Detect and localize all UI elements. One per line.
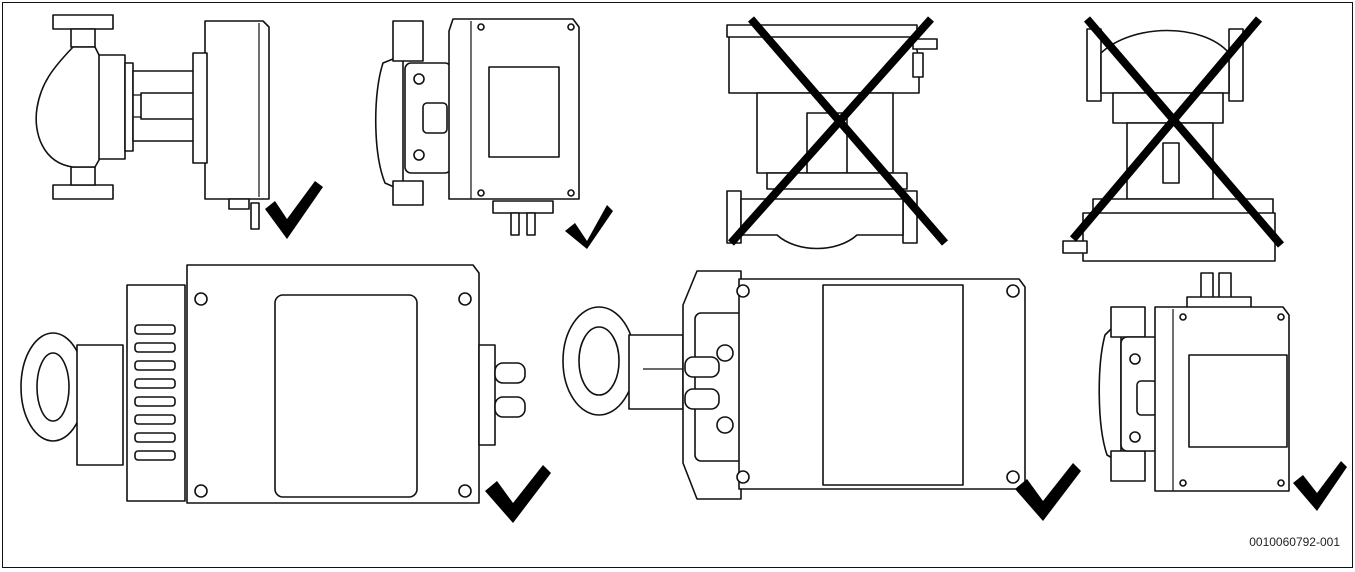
pump-top-view-connector-right bbox=[20, 264, 551, 523]
cross-icon bbox=[1069, 16, 1263, 242]
pump-motor-down-not-allowed bbox=[1062, 16, 1285, 262]
checkmark-icon bbox=[1015, 463, 1081, 521]
checkmark-icon bbox=[485, 465, 551, 523]
checkmark-icon bbox=[1293, 461, 1347, 511]
pump-side-view-connector-down bbox=[35, 14, 323, 239]
cross-icon bbox=[728, 16, 934, 246]
pump-front-view-connector-down bbox=[374, 18, 613, 249]
pump-front-view-connector-left bbox=[562, 270, 1081, 521]
pump-motor-up-not-allowed bbox=[726, 16, 949, 250]
pump-front-view-connector-up bbox=[1098, 272, 1347, 511]
checkmark-icon bbox=[265, 181, 323, 239]
reference-code: 0010060792-001 bbox=[1249, 535, 1340, 549]
checkmark-icon bbox=[565, 205, 613, 249]
